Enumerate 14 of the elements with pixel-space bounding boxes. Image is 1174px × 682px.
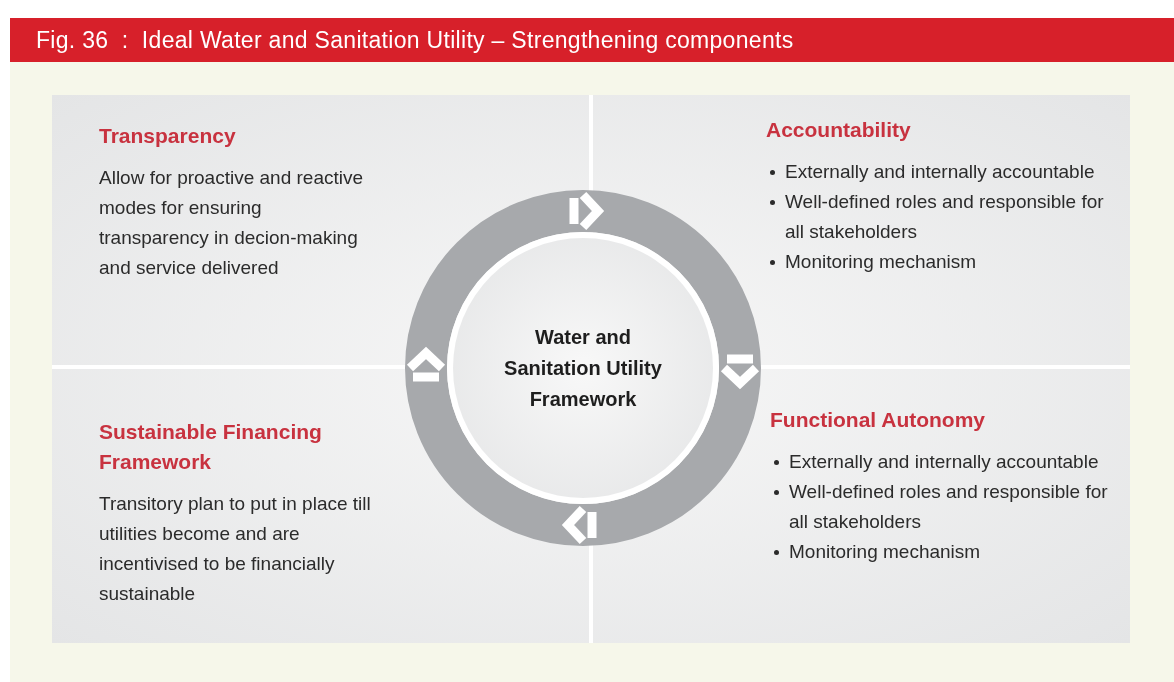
panel-description: Allow for proactive and reactive modes for ensuring transparency in decion-making and service delivered [99,166,364,280]
bullet-text: Externally and internally accountable [785,160,1096,184]
panel-heading: Transparency [99,123,237,149]
center-label: Water and Sanitation Utility Framework [503,324,663,412]
panel-description: Transitory plan to put in place till utilities become and are incentivised to be financially sustainable [99,492,372,606]
bullet-text: Externally and internally accountable [789,450,1100,474]
panel-heading: Sustainable Financing Framework [99,419,323,475]
bullet-text: Well-defined roles and responsible for all stakeholders [789,480,1109,534]
bullet-text: Monitoring mechanism [785,250,978,274]
panel-heading: Functional Autonomy [770,407,987,433]
figure-title: Fig. 36 : Ideal Water and Sanitation Utility – Strengthening components [36,26,794,54]
panel-heading: Accountability [766,117,912,143]
bullet-text: Monitoring mechanism [789,540,982,564]
bullet-text: Well-defined roles and responsible for all stakeholders [785,190,1105,244]
